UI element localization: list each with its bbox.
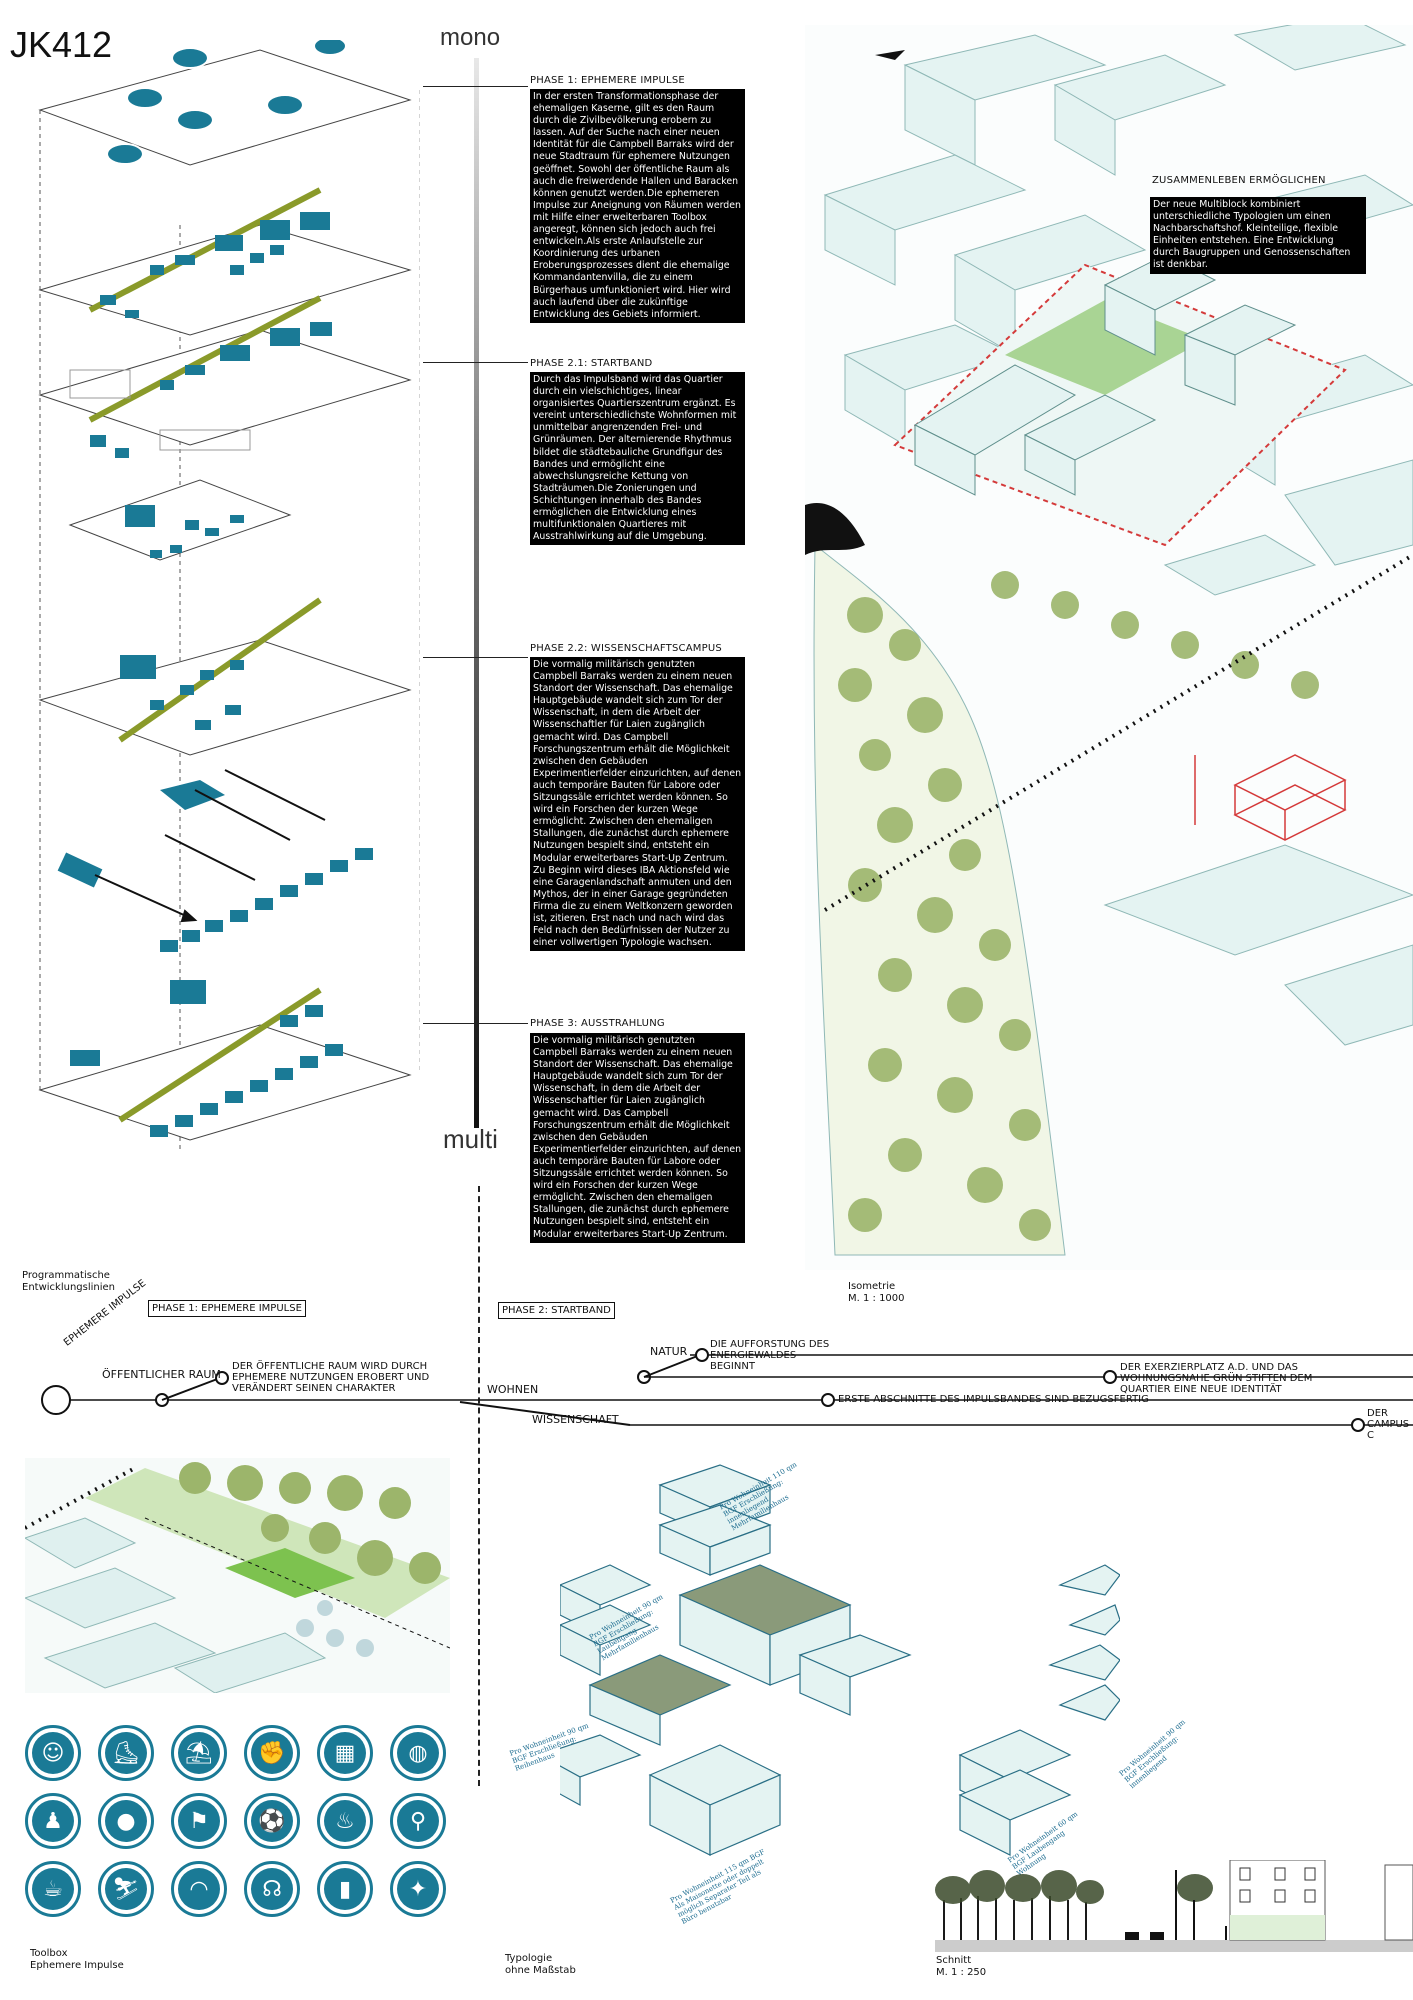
leader-phase3 [423, 1023, 528, 1024]
section-drawing [935, 1860, 1413, 1952]
hammock-icon: ◠ [171, 1861, 227, 1917]
phase3-text: Die vormalig militärisch genutzten Campb… [530, 1033, 745, 1243]
section-scale: M. 1 : 250 [936, 1967, 987, 1978]
market-icon: ▦ [317, 1725, 373, 1781]
slide-icon: ⛷ [98, 1861, 154, 1917]
note-campus: DER CAMPUS C [1367, 1408, 1410, 1441]
isometric-site-plan [805, 25, 1413, 1270]
axis-label-multi: multi [443, 1124, 498, 1154]
toolbox-subcaption: Ephemere Impulse [30, 1960, 124, 1971]
phase2-box: PHASE 2: STARTBAND [498, 1302, 615, 1319]
phase3-heading: PHASE 3: AUSSTRAHLUNG [530, 1018, 665, 1029]
isometry-caption: Isometrie [848, 1281, 896, 1292]
picnic-icon: ♟ [25, 1793, 81, 1849]
note-natur: DIE AUFFORSTUNG DES ENERGIEWALDES BEGINN… [710, 1339, 830, 1372]
callout-text: Der neue Multiblock kombiniert unterschi… [1150, 197, 1366, 274]
family-icon: ☺ [25, 1725, 81, 1781]
section-caption: Schnitt [936, 1955, 972, 1966]
note-exerzierplatz: DER EXERZIERPLATZ A.D. UND DAS WOHNUNGSN… [1120, 1362, 1313, 1395]
skater-icon: ⛸ [98, 1725, 154, 1781]
callout-heading: ZUSAMMENLEBEN ERMÖGLICHEN [1152, 175, 1326, 186]
axis-label-mono: mono [440, 24, 501, 51]
timeline-lines [41, 1348, 1413, 1432]
phase1-heading: PHASE 1: EPHEMERE IMPULSE [530, 75, 685, 86]
phase21-text: Durch das Impulsband wird das Quartier d… [530, 372, 745, 546]
dancer-icon: ✦ [390, 1861, 446, 1917]
label-wissenschaft: WISSENSCHAFT [532, 1413, 619, 1426]
grill-icon: ♨ [317, 1793, 373, 1849]
typology-diagram [560, 1464, 1120, 1856]
isometry-scale: M. 1 : 1000 [848, 1293, 905, 1304]
leader-phase21 [423, 362, 528, 363]
typology-label-5: Pro Wohneinheit 90 qm BGF Erschließung: … [1117, 1718, 1187, 1791]
typology-caption: Typologie [505, 1953, 553, 1964]
leader-phase1 [423, 86, 528, 87]
gradient-axis [474, 58, 479, 1128]
volleyball-icon: ◍ [390, 1725, 446, 1781]
phase1-text: In der ersten Transformationsphase der e… [530, 89, 745, 323]
label-oeffentlicher-raum: ÖFFENTLICHER RAUM [102, 1368, 221, 1381]
basketball-icon: ● [98, 1793, 154, 1849]
label-wohnen: WOHNEN [487, 1383, 539, 1396]
timeline-section-label: Programmatische Entwicklungslinien [22, 1270, 115, 1293]
project-title: JK412 [10, 24, 113, 65]
cyclist-icon: ⚲ [390, 1793, 446, 1849]
note-wohnen: ERSTE ABSCHNITTE DES IMPULSBANDES SIND B… [838, 1394, 1149, 1405]
spray-icon: ▮ [317, 1861, 373, 1917]
boxing-icon: ✊ [244, 1725, 300, 1781]
timeline-divider [478, 1186, 480, 1786]
toolbox-icon-grid: ☺ ⛸ ⛱ ✊ ▦ ◍ ♟ ● ⚑ ⚽ ♨ ⚲ ☕ ⛷ ◠ ☊ ▮ ✦ [25, 1725, 455, 1935]
phase21-heading: PHASE 2.1: STARTBAND [530, 358, 653, 369]
toolbox-caption: Toolbox [30, 1948, 68, 1959]
note-raum: DER ÖFFENTLICHE RAUM WIRD DURCH EPHEMERE… [232, 1361, 430, 1394]
exploded-layers-diagram [38, 40, 420, 1150]
label-natur: NATUR [650, 1345, 688, 1358]
coffee-icon: ☕ [25, 1861, 81, 1917]
phase22-heading: PHASE 2.2: WISSENSCHAFTSCAMPUS [530, 643, 722, 654]
speaker-icon: ☊ [244, 1861, 300, 1917]
leader-phase22 [423, 657, 528, 658]
football-icon: ⚽ [244, 1793, 300, 1849]
dining-icon: ⚑ [171, 1793, 227, 1849]
phase22-text: Die vormalig militärisch genutzten Campb… [530, 657, 745, 952]
detail-aerial-view [25, 1458, 450, 1693]
typology-subcaption: ohne Maßstab [505, 1965, 576, 1976]
carousel-icon: ⛱ [171, 1725, 227, 1781]
phase1-box: PHASE 1: EPHEMERE IMPULSE [148, 1300, 306, 1317]
